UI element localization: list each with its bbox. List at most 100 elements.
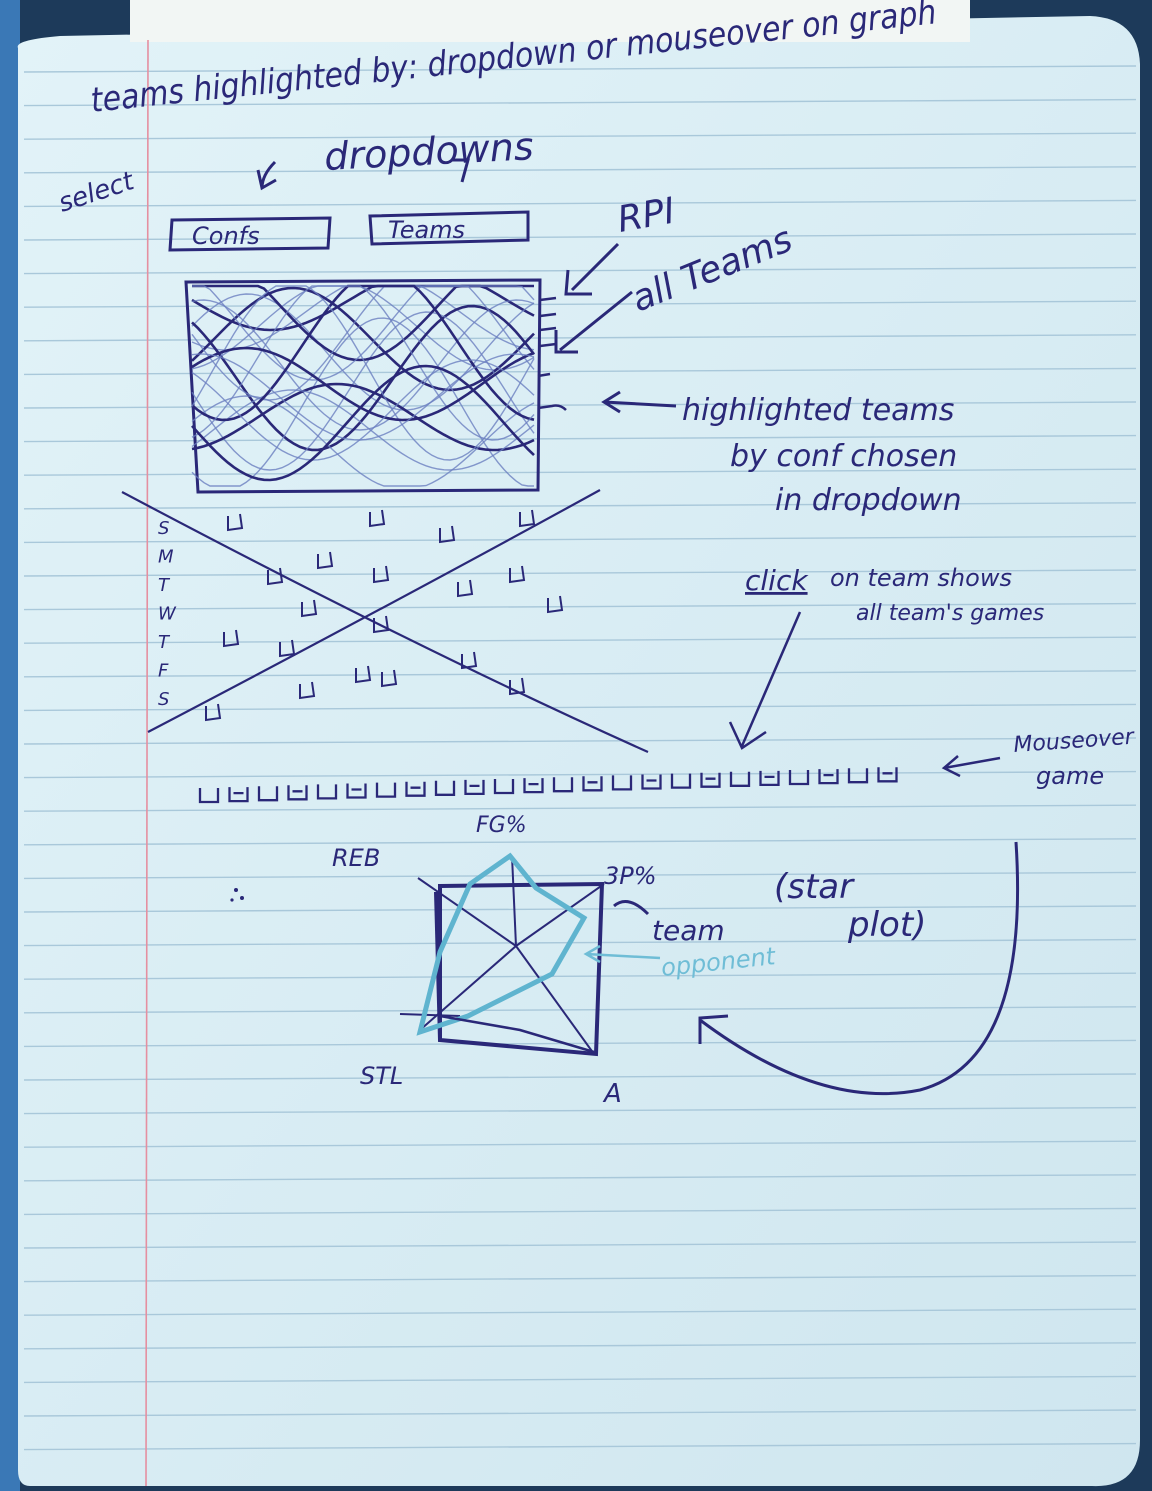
game-glyph[interactable] <box>346 783 367 799</box>
calendar-day-label: S <box>158 518 169 539</box>
rpi-team-line[interactable] <box>191 311 535 471</box>
calendar-game-glyph[interactable] <box>461 651 478 670</box>
rpi-team-line[interactable] <box>191 346 535 422</box>
game-glyph[interactable] <box>493 779 515 795</box>
rpi-team-line[interactable] <box>191 285 535 461</box>
game-glyph[interactable] <box>877 767 898 783</box>
confs-dropdown[interactable]: Confs <box>168 216 332 252</box>
game-glyph[interactable] <box>257 786 279 802</box>
game-glyph[interactable] <box>523 778 544 794</box>
team-games-row[interactable] <box>198 767 898 804</box>
calendar-game-glyph[interactable] <box>373 615 390 634</box>
rpi-team-line[interactable] <box>191 293 535 411</box>
calendar-game-glyph[interactable] <box>509 565 526 584</box>
ruled-line <box>23 1174 1137 1182</box>
rpi-team-line[interactable] <box>191 317 534 487</box>
calendar-game-glyph[interactable] <box>519 509 536 528</box>
calendar-game-glyph[interactable] <box>509 677 526 696</box>
rpi-end-ticks <box>537 296 567 411</box>
rpi-team-line[interactable] <box>191 285 535 401</box>
rpi-team-line[interactable] <box>191 284 535 422</box>
calendar-game-glyph[interactable] <box>369 509 386 528</box>
game-glyph[interactable] <box>847 768 869 784</box>
ruled-line <box>23 233 1137 241</box>
game-glyph[interactable] <box>788 770 810 786</box>
calendar-game-glyph[interactable] <box>301 599 318 618</box>
dropdown-arrows <box>256 158 470 191</box>
calendar-game-glyph[interactable] <box>279 639 296 658</box>
game-glyph[interactable] <box>759 770 780 787</box>
game-glyph[interactable] <box>287 785 308 801</box>
game-glyph[interactable] <box>434 780 456 796</box>
calendar-game-glyph[interactable] <box>267 567 284 586</box>
calendar-day-label: S <box>158 689 169 710</box>
game-glyph[interactable] <box>228 787 249 803</box>
game-glyph[interactable] <box>670 773 692 789</box>
calendar-game-glyph[interactable] <box>317 551 334 570</box>
teams-dropdown[interactable]: Teams <box>368 210 530 246</box>
highlighted-arrow-icon <box>601 390 677 414</box>
calendar-day-label: W <box>158 604 177 625</box>
star-plot-axes <box>399 855 605 1055</box>
ruled-line <box>23 737 1137 745</box>
calendar-game-glyph[interactable] <box>227 513 244 532</box>
calendar-game-glyph[interactable] <box>381 669 398 688</box>
paper-page <box>17 16 1140 1487</box>
calendar-game-glyph[interactable] <box>373 565 390 584</box>
star-plot-label-2: plot) <box>847 905 926 945</box>
star-plot-label-1: (star <box>774 867 855 907</box>
ruled-lines <box>23 65 1137 1451</box>
rpi-team-line[interactable] <box>191 299 535 431</box>
game-glyph[interactable] <box>552 777 574 793</box>
rpi-team-line[interactable] <box>191 395 535 487</box>
axis-label-3p: 3P% <box>604 862 657 890</box>
ruled-line <box>23 1409 1137 1417</box>
axis-label-fg: FG% <box>476 813 527 838</box>
ruled-line <box>23 972 1137 980</box>
game-glyph[interactable] <box>729 771 751 787</box>
ruled-line <box>23 703 1137 712</box>
game-glyph[interactable] <box>582 776 603 792</box>
calendar-game-glyph[interactable] <box>223 629 240 648</box>
game-glyph[interactable] <box>405 781 426 797</box>
game-glyph[interactable] <box>818 769 839 785</box>
back-page-strip <box>130 0 970 42</box>
arrow-left-icon <box>256 160 277 191</box>
calendar-game-glyph[interactable] <box>547 595 564 614</box>
ruled-line <box>23 1342 1137 1350</box>
rpi-team-line[interactable] <box>191 364 535 482</box>
game-glyph[interactable] <box>700 772 721 788</box>
ruled-line <box>23 367 1137 376</box>
ruled-line <box>23 65 1137 73</box>
axis-label-stl: STL <box>360 1062 403 1090</box>
calendar-game-glyph[interactable] <box>205 703 222 722</box>
ruled-line <box>23 602 1137 611</box>
ruled-line <box>23 569 1137 577</box>
calendar-game-glyph[interactable] <box>355 665 372 684</box>
highlighted-label-1: highlighted teams <box>682 393 954 428</box>
calendar-game-glyph[interactable] <box>439 525 456 544</box>
calendar-game-glyph[interactable] <box>457 579 474 598</box>
rpi-team-line[interactable] <box>191 389 535 471</box>
game-glyph[interactable] <box>641 774 662 790</box>
calendar-day-label: T <box>158 632 171 653</box>
ruled-line <box>23 535 1137 544</box>
game-glyph[interactable] <box>464 779 485 796</box>
rpi-team-line[interactable] <box>191 359 535 461</box>
rpi-team-line[interactable] <box>191 286 535 392</box>
notebook-cover-edge <box>0 0 20 1491</box>
game-glyph[interactable] <box>375 782 397 798</box>
game-glyph[interactable] <box>316 784 338 800</box>
rpi-team-line[interactable] <box>192 285 535 381</box>
calendar-game-glyph[interactable] <box>299 681 316 700</box>
ruled-line <box>23 132 1137 140</box>
game-glyph[interactable] <box>611 775 633 791</box>
mouseover-label-2: game <box>1036 762 1104 790</box>
ruled-line <box>23 1274 1137 1283</box>
rpi-team-line[interactable] <box>191 353 535 441</box>
star-plot: FG% 3P% A STL REB team opponent (star pl… <box>332 813 926 1109</box>
ruled-line <box>23 804 1137 812</box>
game-glyph[interactable] <box>198 788 220 804</box>
